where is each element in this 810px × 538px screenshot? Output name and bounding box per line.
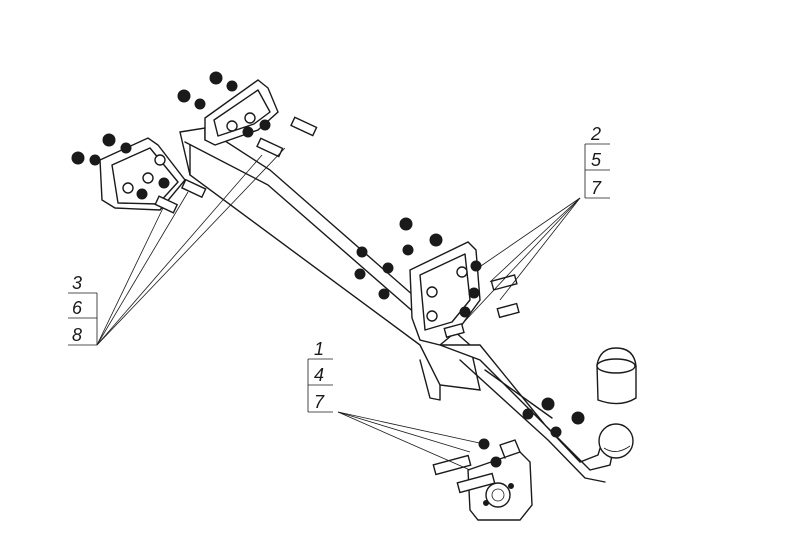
lower-right-bolt-set bbox=[522, 397, 585, 438]
left-bolt-set bbox=[71, 133, 207, 214]
callout-number: 8 bbox=[72, 325, 82, 345]
callout-upper-right: 2 5 7 bbox=[463, 124, 610, 323]
upper-left-bracket bbox=[204, 79, 279, 146]
callout-number: 7 bbox=[314, 392, 325, 412]
callout-bottom: 1 4 7 bbox=[307, 339, 485, 471]
callout-number: 3 bbox=[72, 273, 82, 293]
socket-plate bbox=[467, 439, 533, 521]
callout-number: 5 bbox=[591, 150, 602, 170]
callout-number: 7 bbox=[591, 178, 602, 198]
upper-left-bolt-set bbox=[177, 71, 318, 158]
crossbar-beam bbox=[179, 127, 481, 401]
ball-cap bbox=[596, 347, 637, 405]
callout-left: 3 6 8 bbox=[68, 147, 286, 346]
tow-ball bbox=[598, 423, 634, 459]
callout-number: 2 bbox=[590, 124, 601, 144]
right-bolt-set bbox=[354, 217, 520, 339]
callout-number: 1 bbox=[314, 339, 324, 359]
callout-number: 6 bbox=[72, 298, 83, 318]
left-mounting-bracket bbox=[99, 137, 186, 211]
callout-number: 4 bbox=[314, 365, 324, 385]
